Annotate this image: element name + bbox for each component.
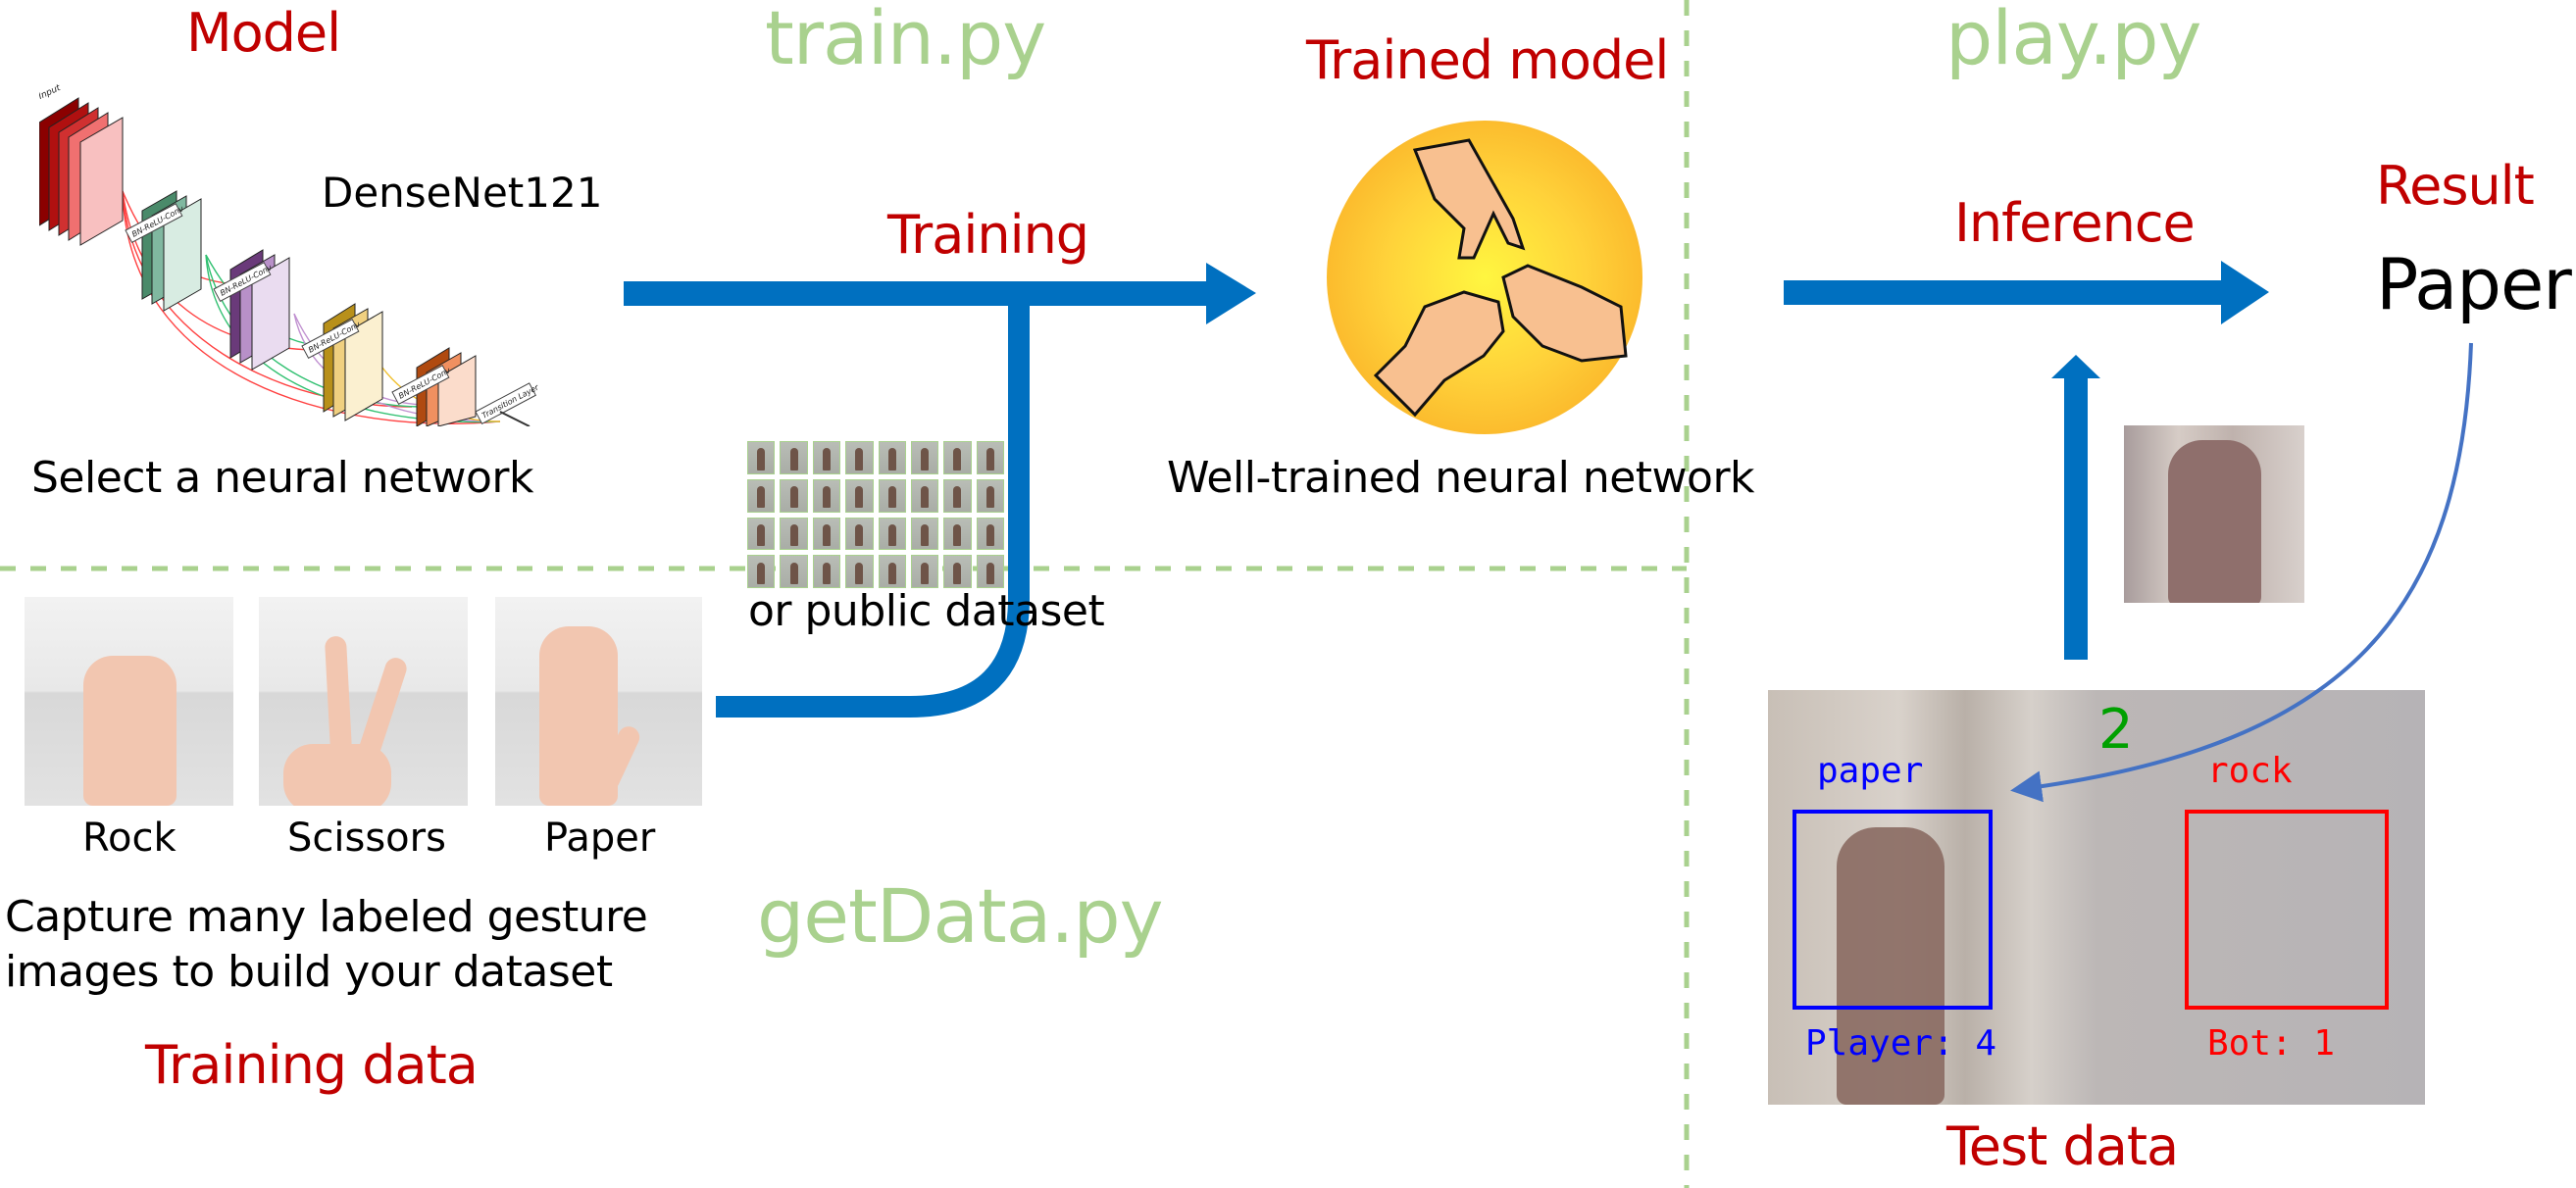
scissors-hand-icon xyxy=(1412,138,1526,260)
training-arrow-label: Training xyxy=(887,204,1089,266)
training-data-heading: Training data xyxy=(145,1034,479,1096)
dataset-thumbnail xyxy=(845,441,874,474)
feedback-arrow xyxy=(2010,342,2473,803)
select-network-caption: Select a neural network xyxy=(31,453,533,503)
dataset-thumbnail xyxy=(878,517,906,551)
dataset-thumbnail xyxy=(780,517,808,551)
cropped-hand-image xyxy=(2124,425,2304,603)
dataset-thumbnail xyxy=(747,478,776,513)
bot-score: Bot: 1 xyxy=(2207,1023,2336,1064)
dataset-thumbnail xyxy=(845,478,874,513)
player-score: Player: 4 xyxy=(1805,1023,1997,1064)
scissors-sample-image xyxy=(259,597,468,806)
paper-hand-icon xyxy=(1501,264,1628,363)
training-arrow xyxy=(624,263,1256,324)
dataset-thumbnail xyxy=(976,441,1004,474)
densenet-diagram: Input BN-ReLU-Conv BN-ReLU-Conv BN-ReLU-… xyxy=(39,83,540,426)
public-dataset-thumbnails xyxy=(747,441,1004,588)
capture-caption-line-2: images to build your dataset xyxy=(5,947,613,997)
result-value: Paper xyxy=(2376,243,2572,325)
dataset-thumbnail xyxy=(747,517,776,551)
dataset-thumbnail xyxy=(943,517,972,551)
dataset-thumbnail xyxy=(747,555,776,588)
dataset-thumbnail xyxy=(878,478,906,513)
dataset-feed-line xyxy=(716,294,1030,718)
dataset-thumbnail xyxy=(780,478,808,513)
dataset-thumbnail xyxy=(812,555,841,588)
inference-arrow xyxy=(1784,261,2269,324)
dataset-thumbnail xyxy=(780,441,808,474)
dataset-thumbnail xyxy=(910,478,939,513)
input-feature-stack xyxy=(39,97,124,246)
rock-fist-icon xyxy=(1373,290,1505,418)
inference-arrow-label: Inference xyxy=(1954,192,2196,254)
train-script-label: train.py xyxy=(765,0,1046,81)
trained-model-heading: Trained model xyxy=(1306,29,1669,91)
play-script-label: play.py xyxy=(1945,0,2201,81)
dataset-thumbnail xyxy=(845,517,874,551)
test-data-heading: Test data xyxy=(1946,1115,2179,1177)
dataset-thumbnail xyxy=(812,517,841,551)
dataset-thumbnail xyxy=(943,555,972,588)
scissors-label: Scissors xyxy=(287,816,446,861)
result-heading: Result xyxy=(2376,155,2535,217)
paper-label: Paper xyxy=(544,816,656,861)
bot-prediction-label: rock xyxy=(2207,751,2293,791)
model-heading: Model xyxy=(186,2,341,64)
dataset-thumbnail xyxy=(747,441,776,474)
network-name: DenseNet121 xyxy=(322,169,603,217)
rock-sample-image xyxy=(25,597,233,806)
dataset-thumbnail xyxy=(943,441,972,474)
dataset-thumbnail xyxy=(943,478,972,513)
paper-sample-image xyxy=(495,597,702,806)
dataset-thumbnail xyxy=(976,555,1004,588)
public-dataset-caption: or public dataset xyxy=(748,586,1105,636)
well-trained-caption: Well-trained neural network xyxy=(1167,453,1755,503)
step-number: 2 xyxy=(2098,698,2134,762)
dataset-thumbnail xyxy=(845,555,874,588)
dataset-thumbnail xyxy=(976,478,1004,513)
capture-caption-line-1: Capture many labeled gesture xyxy=(5,892,648,942)
getdata-script-label: getData.py xyxy=(757,872,1164,960)
trained-model-illustration xyxy=(1327,121,1642,434)
dataset-thumbnail xyxy=(910,555,939,588)
input-up-arrow xyxy=(2051,355,2100,660)
bot-detection-box xyxy=(2185,810,2389,1010)
dataset-thumbnail xyxy=(878,555,906,588)
dataset-thumbnail xyxy=(780,555,808,588)
dataset-thumbnail xyxy=(910,441,939,474)
test-camera-frame: paper rock Player: 4 Bot: 1 xyxy=(1768,690,2425,1105)
dataset-thumbnail xyxy=(812,441,841,474)
player-detection-box xyxy=(1793,810,1993,1010)
rock-label: Rock xyxy=(82,816,177,861)
dataset-thumbnail xyxy=(812,478,841,513)
dataset-thumbnail xyxy=(976,517,1004,551)
player-prediction-label: paper xyxy=(1817,751,1924,791)
dataset-thumbnail xyxy=(878,441,906,474)
dataset-thumbnail xyxy=(910,517,939,551)
